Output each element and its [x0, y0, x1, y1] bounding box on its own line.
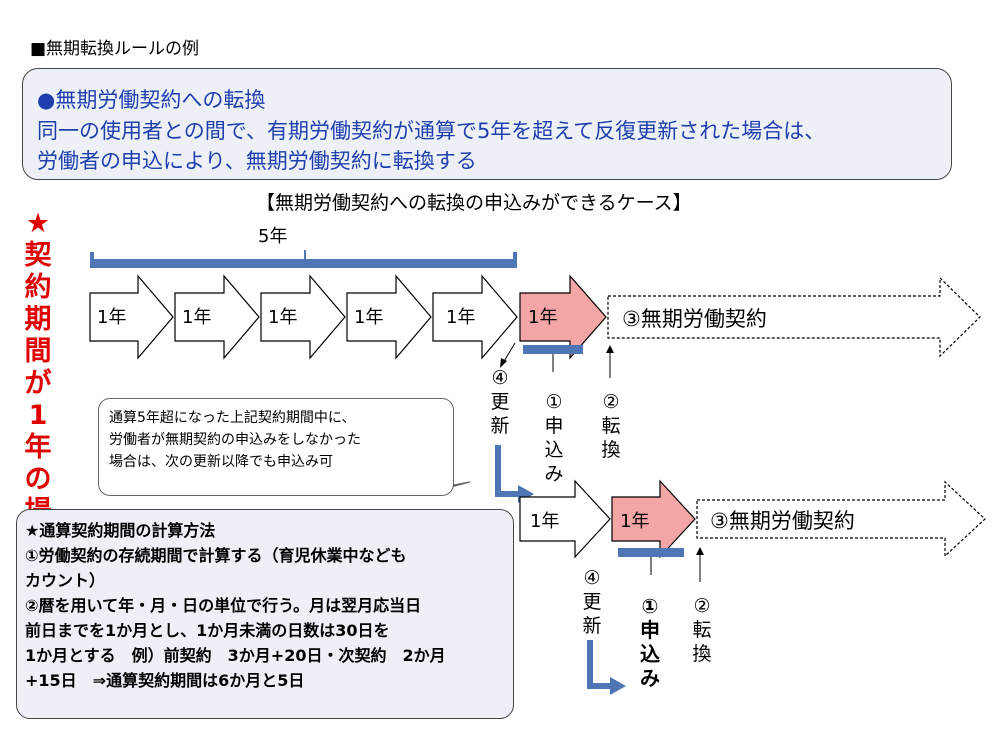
renew-elbow-row1 [495, 445, 520, 497]
calc-line-4: ②暦を用いて年・月・日の単位で行う。月は翌月応当日 [25, 596, 422, 615]
side-label-char: の [24, 464, 52, 495]
apply-char: ① [545, 391, 563, 413]
calc-line-6: 1か月とする 例）前契約 3か月+20日・次契約 2か月 [25, 646, 446, 665]
renew-label-row2: ④ 更 新 [578, 566, 606, 638]
period-arrow-5 [432, 274, 518, 360]
side-label-char: 約 [24, 272, 52, 303]
period-arrow-row2 [519, 479, 611, 559]
callout-line-2: 労働者が無期契約の申込みをしなかった [109, 432, 361, 448]
five-year-bracket [90, 259, 517, 268]
calc-line-3: カウント） [25, 571, 106, 590]
convert-char: 転 [692, 619, 712, 641]
calc-line-5: 前日までを1か月とし、1か月未満の日数は30日を [25, 621, 390, 640]
side-label-char: ★ [25, 208, 51, 239]
period-arrow-4 [346, 274, 432, 360]
highlight-label-row2: 1年 [620, 511, 649, 532]
period-label-4: 1年 [354, 307, 383, 328]
indefinite-arrow-row2 [696, 480, 986, 558]
renew-char: ④ [491, 367, 509, 389]
renew-pointer-row1 [502, 342, 516, 364]
side-label-char: 契 [24, 240, 52, 271]
period-arrow-3 [260, 274, 346, 360]
renew-char: 更 [490, 391, 510, 413]
apply-char: 込 [544, 439, 564, 461]
side-label-char: 年 [24, 432, 52, 463]
renew-char: 新 [490, 415, 510, 437]
side-label-char: 1 [28, 400, 48, 431]
side-label-char: 期 [24, 304, 52, 335]
page-title: ■無期転換ルールの例 [30, 39, 200, 59]
renew-pointer-head-row1 [500, 358, 507, 368]
renew-char: 新 [582, 615, 602, 637]
convert-char: 換 [692, 643, 712, 665]
convert-pointer-head-row1 [606, 345, 614, 353]
period-label-3: 1年 [268, 307, 297, 328]
highlight-arrow-row1 [519, 274, 607, 360]
convert-char: ② [602, 391, 620, 413]
indefinite-arrow-row1 [607, 276, 981, 358]
indefinite-label-row2: ③無期労働契約 [710, 509, 855, 533]
convert-char: 換 [601, 439, 621, 461]
apply-bracket-row2 [618, 548, 684, 557]
apply-char: み [544, 463, 564, 485]
apply-char: 申 [544, 415, 564, 437]
renew-elbow-row2 [587, 640, 612, 689]
definition-box: ●無期労働契約への転換 同一の使用者との間で、有期労働契約が通算で5年を超えて反… [22, 68, 952, 180]
indefinite-label-row1: ③無期労働契約 [622, 307, 767, 331]
highlight-arrow-row2 [611, 479, 696, 559]
apply-label-row1: ① 申 込 み [540, 390, 568, 486]
convert-pointer-head-row2 [696, 547, 704, 555]
calc-line-7: +15日 ⇒通算契約期間は6か月と5日 [25, 671, 305, 690]
apply-char: 申 [640, 618, 660, 642]
apply-char: み [640, 666, 660, 690]
bracket-end-right [513, 252, 517, 268]
period-label-5: 1年 [446, 307, 475, 328]
span-label: 5年 [258, 226, 287, 247]
definition-line-1: 同一の使用者との間で、有期労働契約が通算で5年を超えて反復更新された場合は、 [37, 119, 826, 143]
calculation-method-box: ★通算契約期間の計算方法 ①労働契約の存続期間で計算する（育児休業中なども カウ… [16, 509, 514, 719]
callout-line-3: 場合は、次の更新以降でも申込み可 [109, 454, 333, 470]
definition-line-2: 労働者の申込により、無期労働契約に転換する [37, 149, 477, 173]
period-label-2: 1年 [182, 307, 211, 328]
period-label-1: 1年 [97, 307, 126, 328]
convert-label-row1: ② 転 換 [597, 390, 625, 462]
period-label-row2: 1年 [530, 511, 559, 532]
convert-char: ② [693, 595, 711, 617]
definition-heading: ●無期労働契約への転換 [37, 88, 266, 112]
side-label-char: が [24, 368, 52, 399]
apply-label-row2: ① 申 込 み [636, 594, 664, 690]
case-title: 【無期労働契約への転換の申込みができるケース】 [256, 192, 692, 214]
apply-char: ① [641, 594, 659, 618]
apply-char: 込 [640, 642, 660, 666]
calc-line-1: ★通算契約期間の計算方法 [25, 521, 216, 540]
note-callout: 通算5年超になった上記契約期間中に、 労働者が無期契約の申込みをしなかった 場合… [98, 398, 454, 496]
renew-char: ④ [583, 567, 601, 589]
period-arrow-1 [89, 274, 174, 360]
apply-bracket-row1 [523, 345, 583, 354]
renew-label-row1: ④ 更 新 [486, 366, 514, 438]
convert-char: 転 [601, 415, 621, 437]
convert-label-row2: ② 転 換 [688, 594, 716, 666]
callout-line-1: 通算5年超になった上記契約期間中に、 [109, 410, 356, 426]
highlight-label-row1: 1年 [528, 307, 557, 328]
bracket-end-left [90, 252, 94, 268]
renew-char: 更 [582, 591, 602, 613]
side-label-char: 間 [24, 336, 52, 367]
calc-line-2: ①労働契約の存続期間で計算する（育児休業中なども [25, 546, 407, 565]
renew-elbow-head-row2 [610, 677, 626, 695]
period-arrow-2 [174, 274, 260, 360]
